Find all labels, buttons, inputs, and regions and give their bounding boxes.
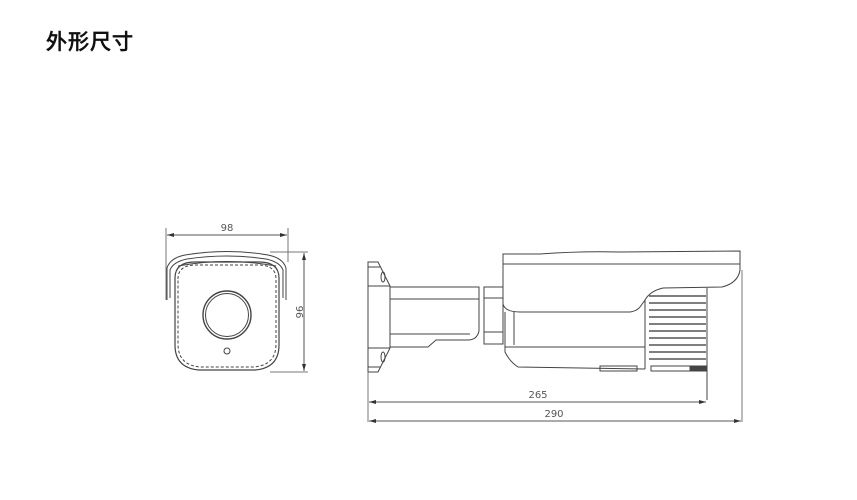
front-view	[165, 228, 308, 373]
page-title: 外形尺寸	[46, 30, 134, 54]
side-dimensions	[367, 270, 743, 423]
side-view	[367, 250, 741, 400]
body-length-label: 265	[528, 390, 547, 401]
front-height-label: 96	[293, 306, 304, 319]
front-width-label: 98	[221, 223, 234, 234]
total-length-label: 290	[544, 409, 563, 420]
